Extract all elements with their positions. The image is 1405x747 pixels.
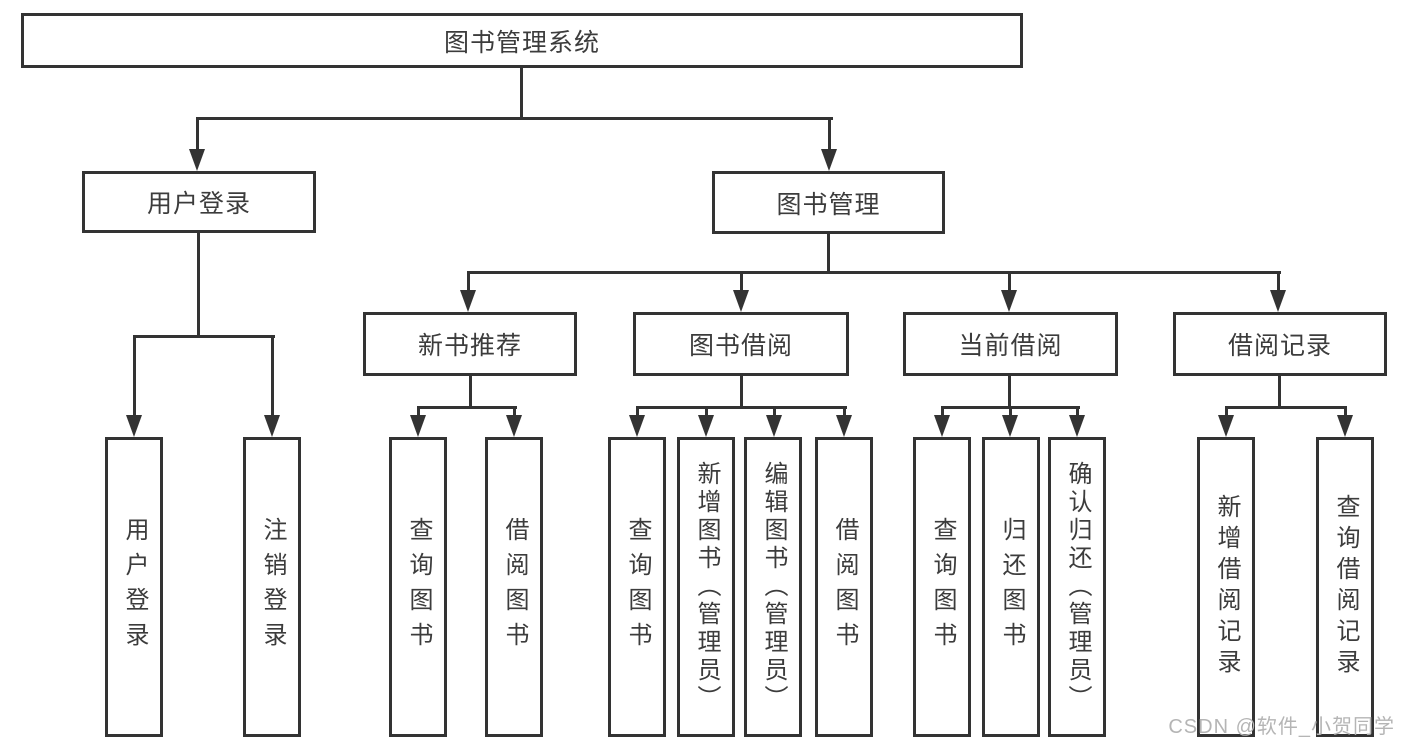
connector-new-book-stem bbox=[469, 374, 472, 409]
connector-new-book-rail bbox=[417, 406, 517, 409]
leaf-label: 借阅图书 bbox=[831, 517, 858, 657]
connector-user-login-rail bbox=[133, 335, 275, 338]
arrow-to-leaf-user-login bbox=[126, 336, 142, 437]
arrow-to-leaf-logout bbox=[264, 336, 280, 437]
arrow-to-leaf-add-borrow-record bbox=[1218, 407, 1234, 437]
connector-current-borrow-stem bbox=[1008, 374, 1011, 408]
connector-level3-rail bbox=[467, 271, 1281, 274]
arrow-to-user-login bbox=[189, 117, 205, 171]
arrow-to-book-management bbox=[821, 117, 837, 171]
leaf-label: 确认归还（管理员） bbox=[1064, 461, 1091, 713]
node-label: 新书推荐 bbox=[417, 332, 522, 360]
arrow-to-leaf-borrow-books-1 bbox=[506, 407, 522, 437]
arrow-to-current-borrow bbox=[1001, 272, 1017, 312]
node-current-borrow: 当前借阅 bbox=[903, 312, 1118, 376]
leaf-add-borrow-record: 新增借阅记录 bbox=[1197, 437, 1255, 737]
leaf-logout: 注销登录 bbox=[243, 437, 301, 737]
leaf-label: 查询借阅记录 bbox=[1332, 494, 1359, 680]
leaf-label: 查询图书 bbox=[405, 517, 432, 657]
connector-borrow-records-stem bbox=[1278, 374, 1281, 408]
connector-root-stem bbox=[520, 66, 523, 119]
leaf-label: 注销登录 bbox=[259, 517, 286, 657]
node-book-management: 图书管理 bbox=[712, 171, 945, 234]
arrow-to-leaf-query-books-3 bbox=[934, 407, 950, 437]
leaf-query-borrow-record: 查询借阅记录 bbox=[1316, 437, 1374, 737]
node-user-login: 用户登录 bbox=[82, 171, 316, 233]
arrow-to-leaf-borrow-books-2 bbox=[836, 407, 852, 437]
connector-root-rail bbox=[196, 117, 833, 120]
connector-book-borrow-rail bbox=[636, 406, 847, 409]
connector-borrow-records-rail bbox=[1225, 406, 1347, 409]
leaf-query-books-current: 查询图书 bbox=[913, 437, 971, 737]
leaf-user-login: 用户登录 bbox=[105, 437, 163, 737]
node-label: 图书管理系统 bbox=[443, 28, 600, 57]
connector-book-borrow-stem bbox=[740, 374, 743, 408]
arrow-to-leaf-add-books bbox=[698, 407, 714, 437]
node-label: 借阅记录 bbox=[1227, 332, 1332, 360]
leaf-add-books-admin: 新增图书（管理员） bbox=[677, 437, 735, 737]
arrow-to-leaf-query-books-1 bbox=[410, 407, 426, 437]
leaf-borrow-books-newrec: 借阅图书 bbox=[485, 437, 543, 737]
leaf-label: 用户登录 bbox=[121, 517, 148, 657]
node-label: 用户登录 bbox=[146, 190, 251, 218]
leaf-confirm-return-admin: 确认归还（管理员） bbox=[1048, 437, 1106, 737]
arrow-to-new-book-recommend bbox=[460, 272, 476, 312]
connector-user-login-stem bbox=[197, 230, 200, 337]
leaf-label: 编辑图书（管理员） bbox=[760, 461, 787, 713]
arrow-to-leaf-query-books-2 bbox=[629, 407, 645, 437]
leaf-label: 借阅图书 bbox=[501, 517, 528, 657]
leaf-query-books-newrec: 查询图书 bbox=[389, 437, 447, 737]
leaf-query-books-borrow: 查询图书 bbox=[608, 437, 666, 737]
csdn-watermark: CSDN @软件_小贺同学 bbox=[1168, 716, 1395, 738]
node-label: 当前借阅 bbox=[958, 332, 1063, 360]
arrow-to-borrow-records bbox=[1270, 272, 1286, 312]
leaf-return-books: 归还图书 bbox=[982, 437, 1040, 737]
node-label: 图书借阅 bbox=[688, 332, 793, 360]
connector-book-management-stem bbox=[827, 231, 830, 274]
arrow-to-book-borrow bbox=[733, 272, 749, 312]
node-book-borrow: 图书借阅 bbox=[633, 312, 849, 376]
arrow-to-leaf-return-books bbox=[1002, 407, 1018, 437]
leaf-label: 新增图书（管理员） bbox=[693, 461, 720, 713]
node-borrow-records: 借阅记录 bbox=[1173, 312, 1387, 376]
leaf-label: 新增借阅记录 bbox=[1213, 494, 1240, 680]
node-label: 图书管理 bbox=[776, 190, 881, 219]
arrow-to-leaf-query-borrow-record bbox=[1337, 407, 1353, 437]
leaf-borrow-books-borrow: 借阅图书 bbox=[815, 437, 873, 737]
arrow-to-leaf-edit-books bbox=[766, 407, 782, 437]
node-library-management-system: 图书管理系统 bbox=[21, 13, 1023, 68]
node-new-book-recommend: 新书推荐 bbox=[363, 312, 577, 376]
leaf-label: 查询图书 bbox=[624, 517, 651, 657]
leaf-label: 归还图书 bbox=[998, 517, 1025, 657]
leaf-edit-books-admin: 编辑图书（管理员） bbox=[744, 437, 802, 737]
arrow-to-leaf-confirm-return bbox=[1069, 407, 1085, 437]
leaf-label: 查询图书 bbox=[929, 517, 956, 657]
